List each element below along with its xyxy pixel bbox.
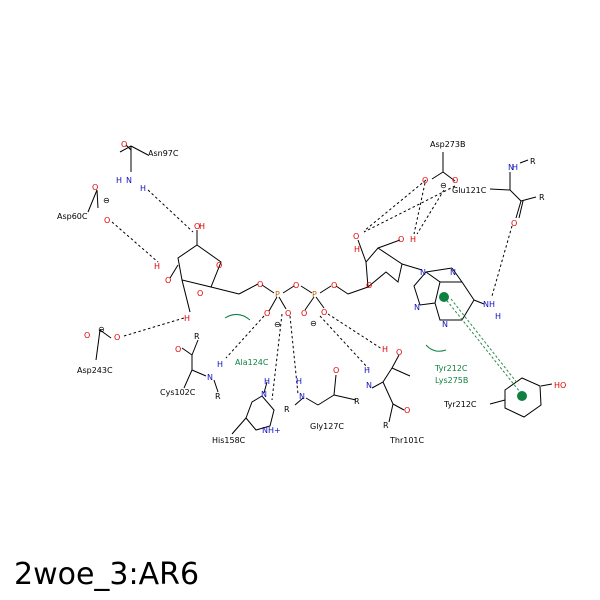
atom-h: H [154,262,160,271]
atom-o: O [285,309,291,318]
residue-asp60c: Asp60C [57,212,88,221]
hydrogen-bonds [111,179,513,401]
atom-n: N [207,373,213,382]
atom-h: H [116,176,122,185]
atom-n: N [261,390,267,399]
atom-o: O [366,281,372,290]
residue-asp273b: Asp273B [430,140,465,149]
pi-stacking-line-2 [450,298,519,385]
pi-centroid-tyrosine [517,391,527,401]
atom-o: O [331,281,337,290]
residue-glu121c: Glu121C [452,186,487,195]
page-title: 2woe_3:AR6 [14,557,199,592]
atom-n: N [366,381,372,390]
atom-ho: HO [554,381,566,390]
atom-labels: O H H O O O H O P O P O O O O O ⊖ ⊖ O O … [84,140,566,435]
atom-o: O [301,309,307,318]
atom-o: O [321,308,327,317]
r-group: R [354,397,360,406]
atom-n: N [126,176,132,185]
atom-n: N [414,303,420,312]
atom-h: H [217,360,223,369]
atom-h: H [382,345,388,354]
atom-h: H [495,312,501,321]
atom-o: O [422,176,428,185]
atom-h: H [140,184,146,193]
atom-o: O [92,183,98,192]
atom-o: O [293,281,299,290]
r-group: R [194,332,200,341]
atom-o: O [398,235,404,244]
atom-o: O [452,176,458,185]
atom-p: P [312,290,317,299]
r-group: R [539,193,545,202]
atom-nh: NH [483,300,495,309]
atom-o: O [165,276,171,285]
atom-h: H [512,163,518,172]
charge-minus: ⊖ [103,196,110,205]
atom-n: N [508,163,514,172]
residue-gly127c: Gly127C [310,422,344,431]
pi-centroid-adenine [439,292,449,302]
atom-n: N [450,268,456,277]
atom-n: N [299,392,305,401]
charge-minus: ⊖ [274,320,281,329]
residue-ala124c: Ala124C [235,358,269,367]
atom-o: O [194,222,200,231]
atom-o: O [511,219,517,228]
atom-o: O [121,140,127,149]
covalent-bonds [87,144,553,435]
residue-asn97c: Asn97C [148,149,179,158]
residue-lys275b: Lys275B [435,376,468,385]
hydrophobic-arc-ala124c [224,314,251,321]
atom-o: O [396,348,402,357]
atom-o: O [84,331,90,340]
atom-o: O [333,366,339,375]
atom-o: O [404,406,410,415]
atom-n: N [442,320,448,329]
atom-h: H [199,222,205,231]
atom-o: O [104,216,110,225]
residue-his158c: His158C [212,436,246,445]
residue-thr101c: Thr101C [389,436,425,445]
residue-asp243c: Asp243C [77,366,113,375]
atom-h: H [364,366,370,375]
residue-cys102c: Cys102C [160,388,196,397]
charge-minus: ⊖ [98,325,105,334]
atom-h: H [184,314,190,323]
atom-h: H [410,235,416,244]
atom-n: N [420,268,426,277]
atom-o: O [114,333,120,342]
atom-h: H [354,245,360,254]
atom-h: H [296,377,302,386]
atom-h: H [264,377,270,386]
atom-o: O [175,345,181,354]
pi-stacking-line [443,296,521,393]
atom-o: O [264,309,270,318]
atom-nh-plus: NH+ [262,426,281,435]
atom-o: O [257,280,263,289]
r-group: R [530,157,536,166]
atom-p: P [275,290,280,299]
residue-labels: Asn97C Asp60C Asp243C Asp273B Glu121C Cy… [57,140,487,445]
charge-minus: ⊖ [310,319,317,328]
atom-o: O [216,261,222,270]
residue-tyr212c-contact: Tyr212C [434,364,468,373]
r-group: R [383,421,389,430]
atom-o: O [197,289,203,298]
r-group: R [284,405,290,414]
charge-minus: ⊖ [440,181,447,190]
hydrophobic-arc-tyr212c [425,344,447,352]
atom-o: O [353,232,359,241]
r-group: R [215,392,221,401]
residue-tyr212c-ring: Tyr212C [443,400,477,409]
